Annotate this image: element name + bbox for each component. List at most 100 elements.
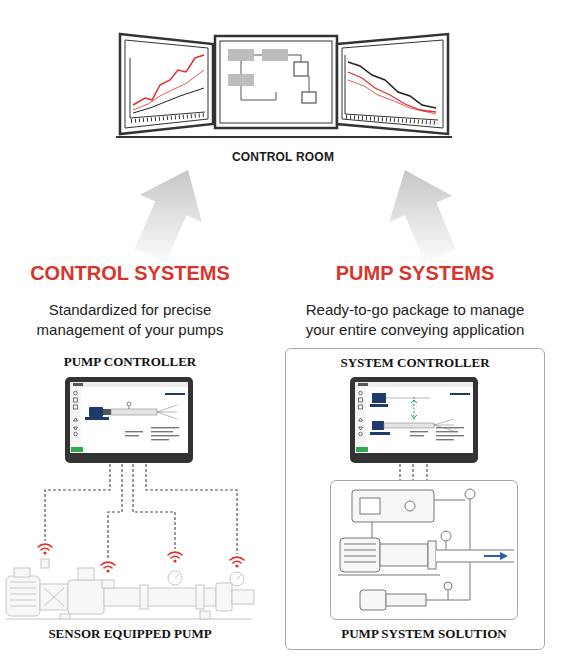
pump-controller-monitor [85,402,177,420]
sensor-equipped-pump-drawing [237,575,241,579]
sensor-equipped-pump-drawing [10,582,36,606]
wireless-sensor-icon [38,544,244,572]
pump-system-drawing [380,544,428,566]
control-room-monitors [133,70,204,110]
control-room-monitors [262,49,288,61]
sensor-equipped-pump-drawing [6,576,40,616]
sensor-equipped-pump-drawing [14,568,30,577]
wireless-sensor-icon [230,557,244,563]
pump-controller-monitor [65,377,193,463]
sensor-equipped-pump-drawing [6,559,254,619]
sensor-equipped-pump-drawing [196,585,204,609]
control-room-monitors [120,34,213,134]
pump-controller-monitor [111,409,157,415]
pump-controller-monitor [103,409,111,415]
control-room-monitors [220,41,332,123]
device-label: PUMP SYSTEM SOLUTION [330,626,518,642]
system-controller-monitor [386,398,430,399]
flow-arrow [484,555,500,557]
pump-system-drawing [405,501,415,511]
pump-system-drawing [340,538,380,572]
control-room-monitors [133,55,204,105]
pump-system-drawing [426,562,470,600]
sensor-equipped-pump-drawing [175,574,179,578]
system-controller-monitor [370,432,390,435]
system-controller-monitor [411,400,417,418]
wireless-sensor-icon [168,552,182,558]
pump-assembly: SENSOR EQUIPPED PUMP [4,540,256,648]
wireless-sensor-icon [235,564,238,567]
control-room-monitors [215,36,337,128]
sensor-equipped-pump-drawing [216,583,232,611]
system-controller-monitor [370,393,454,435]
system-controller-monitor [434,419,454,431]
control-room-monitors [228,49,254,61]
control-room-monitors [116,136,452,138]
pump-system-drawing [446,541,447,550]
sensor-wire [399,464,400,480]
sensor-wire [426,464,427,480]
pump-controller-monitor [157,405,177,419]
flow-arrow [484,552,508,560]
pump-system-drawing [436,550,514,562]
panel-outline [285,348,545,650]
device-label: SENSOR EQUIPPED PUMP [4,626,256,642]
sensor-equipped-pump-drawing [140,585,148,609]
flow-arrow [134,170,202,263]
sensor-equipped-pump-drawing [41,559,49,568]
sensor-equipped-pump-drawing [200,611,210,619]
control-room-monitors [342,40,443,128]
sensor-equipped-pump-drawing [78,568,94,580]
sensor-equipped-pump-drawing [44,588,64,606]
sensor-equipped-pump-drawing [168,571,182,585]
control-room-monitors [131,115,205,121]
pump-controller-monitor [127,402,131,406]
system-controller-monitor [350,377,478,463]
control-room-monitors [345,55,438,120]
wireless-sensor-icon [43,551,46,554]
pump-controller-monitor [89,407,103,417]
section-heading: PUMP SYSTEMS [285,262,545,285]
pump-system-drawing [428,541,436,569]
sensor-wire [133,464,175,549]
control-room-monitors [133,88,204,113]
signal-wire [108,464,122,540]
control-room-monitors [302,92,316,103]
device-label: SYSTEM CONTROLLER [330,355,500,371]
control-room-monitors [228,74,254,86]
pump-system-drawing [360,498,380,514]
sensor-equipped-pump-drawing [102,580,114,588]
sensor-equipped-pump-drawing [40,584,68,610]
sensor-equipped-pump-drawing [232,590,254,604]
control-room-monitors [294,62,308,76]
pump-controller-monitor [129,406,130,409]
control-room-monitors [125,40,208,128]
signal-wire [412,464,413,480]
pump-system-drawing [372,522,373,538]
pump-system-drawing [352,490,434,522]
system-controller-monitor [372,421,384,430]
device-label: PUMP CONTROLLER [50,354,210,370]
sensor-wire [107,540,108,559]
sensor-equipped-pump-drawing [6,619,252,620]
pump-system-drawing [386,594,426,606]
pump-controller-monitor [65,377,193,463]
pump-system-drawing [444,582,452,590]
heading-group: CONTROL SYSTEMSStandardized for precise … [10,258,250,344]
sensor-equipped-pump-drawing [68,580,104,614]
pump-system-drawing [344,544,376,562]
section-heading: CONTROL SYSTEMS [10,262,250,285]
pump-system-drawing [338,489,514,610]
control-room-monitors [348,72,436,112]
sensor-wire [45,464,110,541]
control-room-monitors [130,58,205,118]
system-controller-monitor [384,423,434,428]
system-controller-monitor [370,404,388,407]
control-room-monitors [346,117,438,123]
control-room-monitors [337,34,448,134]
wireless-sensor-icon [173,559,176,562]
panel-outline [330,480,518,620]
flow-arrow [500,552,508,560]
